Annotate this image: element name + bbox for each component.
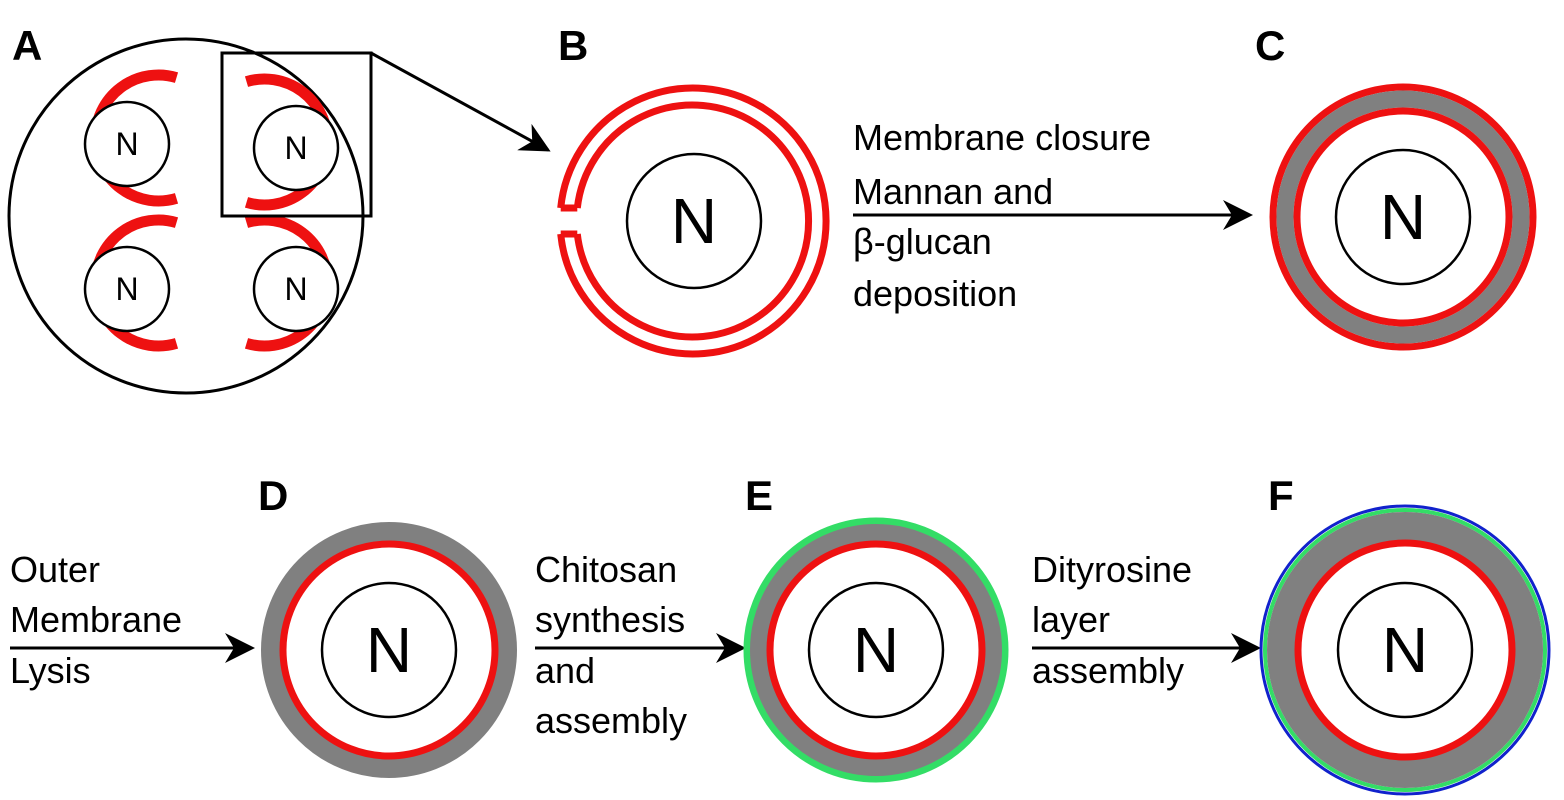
nucleus: [252, 245, 340, 333]
step-text-line: Membrane closure: [853, 117, 1151, 158]
nucleus-label: N: [853, 614, 899, 686]
step-text-line: deposition: [853, 273, 1017, 314]
step-membrane-closure: Membrane closure Mannan and β-glucan dep…: [853, 117, 1253, 314]
nucleus-label: N: [1382, 614, 1428, 686]
panel-c: C N: [1255, 22, 1537, 351]
panel-label-b: B: [558, 22, 588, 69]
panel-label-a: A: [12, 22, 42, 69]
prospore-top-right: N: [244, 73, 340, 211]
prospore-membrane-double: [557, 84, 830, 358]
nucleus: [1336, 581, 1474, 719]
step-text-line: Dityrosine: [1032, 549, 1192, 590]
step-text-line: Outer: [10, 549, 100, 590]
panel-e: E N: [743, 472, 1009, 783]
nucleus: [252, 104, 340, 192]
panel-f: F N: [1259, 472, 1551, 796]
outer-membrane: [1269, 83, 1537, 351]
nucleus-label: N: [366, 614, 412, 686]
step-text-line: synthesis: [535, 599, 685, 640]
step-text-line: layer: [1032, 599, 1110, 640]
panel-a: A N N N N: [7, 22, 551, 395]
panel-label-f: F: [1268, 472, 1294, 519]
mannan-glucan-layer: [750, 524, 1002, 776]
zoom-arrow: [370, 51, 551, 152]
nucleus: [83, 245, 171, 333]
outer-membrane: [557, 84, 830, 358]
mannan-glucan-layer: [1267, 512, 1543, 788]
inner-membrane: [1293, 107, 1513, 327]
step-chitosan-synthesis: Chitosan synthesis and assembly: [535, 549, 746, 741]
nucleus: [807, 581, 945, 719]
nucleus-label: N: [115, 126, 138, 162]
panel-d: D N: [258, 472, 517, 778]
prospore-bottom-right: N: [244, 214, 340, 352]
dityrosine-layer: [1259, 504, 1551, 796]
nucleus: [83, 100, 171, 188]
step-outer-membrane-lysis: Outer Membrane Lysis: [10, 549, 255, 691]
chitosan-layer: [743, 517, 1009, 783]
membrane: [1294, 539, 1516, 761]
step-text-line: Chitosan: [535, 549, 677, 590]
step-text-line: Mannan and: [853, 171, 1053, 212]
prospore-bottom-left: N: [83, 214, 179, 352]
step-text-line: assembly: [535, 700, 687, 741]
nucleus-label: N: [1380, 181, 1426, 253]
mannan-glucan-layer: [261, 522, 517, 778]
nucleus-label: N: [284, 130, 307, 166]
step-text-line: and: [535, 650, 595, 691]
nucleus-label: N: [115, 271, 138, 307]
panel-b: B N: [557, 22, 830, 358]
step-text-line: Lysis: [10, 650, 91, 691]
step-text-line: Membrane: [10, 599, 182, 640]
panel-label-c: C: [1255, 22, 1285, 69]
nucleus: [320, 581, 458, 719]
prospore-top-left: N: [83, 69, 179, 207]
membrane: [279, 540, 499, 760]
panel-label-d: D: [258, 472, 288, 519]
inner-membrane: [573, 101, 812, 341]
nucleus-label: N: [284, 271, 307, 307]
step-text-line: β-glucan: [853, 221, 992, 262]
nucleus-label: N: [671, 185, 717, 257]
nucleus: [625, 152, 763, 290]
membrane: [766, 540, 986, 760]
step-dityrosine-assembly: Dityrosine layer assembly: [1032, 549, 1261, 691]
step-text-line: assembly: [1032, 650, 1184, 691]
nucleus: [1334, 148, 1472, 286]
mannan-glucan-layer: [1276, 90, 1530, 344]
zoom-box: [220, 51, 373, 218]
chitosan-layer: [1263, 508, 1547, 792]
panel-label-e: E: [745, 472, 773, 519]
